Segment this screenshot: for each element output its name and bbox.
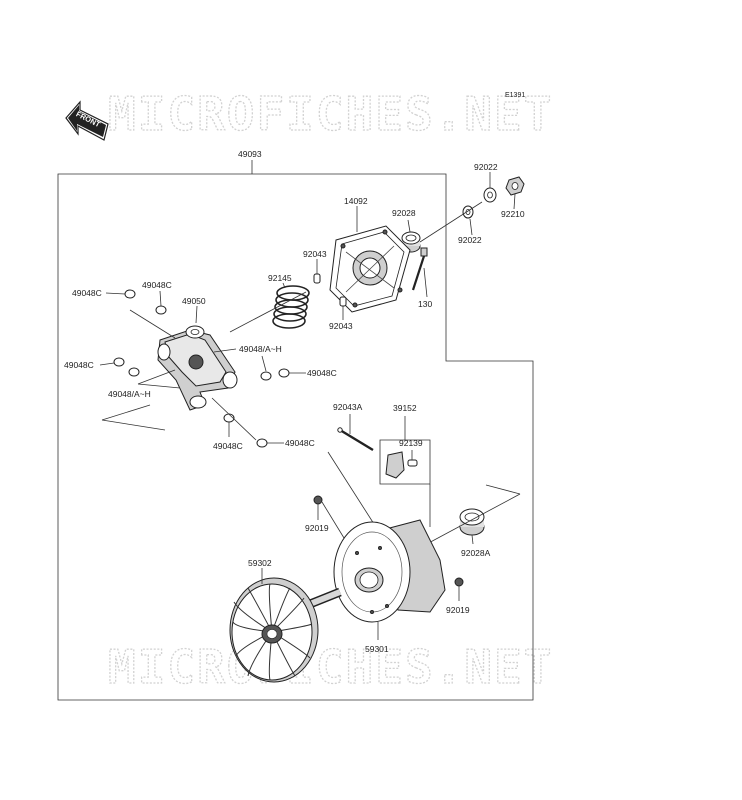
bushing-icon <box>459 508 485 536</box>
label-cover: 14092 <box>344 196 368 206</box>
nut-icon <box>505 176 525 196</box>
movable-sheave-icon <box>333 519 446 623</box>
washer-icon <box>483 187 497 203</box>
spring-icon <box>272 285 310 329</box>
label-roller-6: 49048C <box>285 438 315 448</box>
label-nut-left: 92019 <box>305 523 329 533</box>
cover-plate-icon <box>329 225 411 313</box>
label-weight-set-2: 49048/A~H <box>108 389 151 399</box>
nut-icon <box>313 495 323 505</box>
spider-icon <box>157 325 238 411</box>
assembly-boundary <box>57 173 534 701</box>
label-pin-a: 92043 <box>303 249 327 259</box>
label-assembly: 49093 <box>238 149 262 159</box>
diagram-code: E1391 <box>505 92 525 99</box>
roller-icon <box>260 368 290 381</box>
label-ramp-spring: 92139 <box>399 438 423 448</box>
label-nut-right: 92019 <box>446 605 470 615</box>
washer-icon <box>462 205 474 219</box>
roller-icon <box>124 289 136 299</box>
label-spider: 49050 <box>182 296 206 306</box>
label-bolt: 130 <box>418 299 432 309</box>
roller-icon <box>256 438 268 448</box>
watermark-bottom: MICROFICHES.NET <box>108 640 553 694</box>
label-fixed-sheave: 59302 <box>248 558 272 568</box>
fixed-sheave-icon <box>229 577 342 683</box>
front-arrow-icon: FRONT <box>65 100 109 141</box>
label-roller-5: 49048C <box>213 441 243 451</box>
label-roller-3: 49048C <box>64 360 94 370</box>
pin-icon <box>339 296 347 307</box>
label-bushing-bottom: 92028A <box>461 548 491 558</box>
label-weight-set-1: 49048/A~H <box>239 344 282 354</box>
label-roller-4: 49048C <box>307 368 337 378</box>
label-pin-b: 92043 <box>329 321 353 331</box>
label-washer-a: 92022 <box>474 162 498 172</box>
roller-icon <box>155 305 167 315</box>
label-washer-b: 92022 <box>458 235 482 245</box>
pin-icon <box>313 273 321 284</box>
roller-icon <box>113 357 140 377</box>
watermark-top: MICROFICHES.NET <box>108 87 553 141</box>
nut-icon <box>454 577 464 587</box>
label-nut-top: 92210 <box>501 209 525 219</box>
label-spring: 92145 <box>268 273 292 283</box>
label-bushing-top: 92028 <box>392 208 416 218</box>
label-roller-2: 49048C <box>142 280 172 290</box>
label-movable-sheave: 59301 <box>365 644 389 654</box>
bolt-icon <box>411 247 428 291</box>
ramp-icon <box>385 451 418 479</box>
label-ramp-pin: 92043A <box>333 402 363 412</box>
label-ramp-assy: 39152 <box>393 403 417 413</box>
label-roller-1: 49048C <box>72 288 102 298</box>
ramp-pin-icon <box>337 427 374 452</box>
